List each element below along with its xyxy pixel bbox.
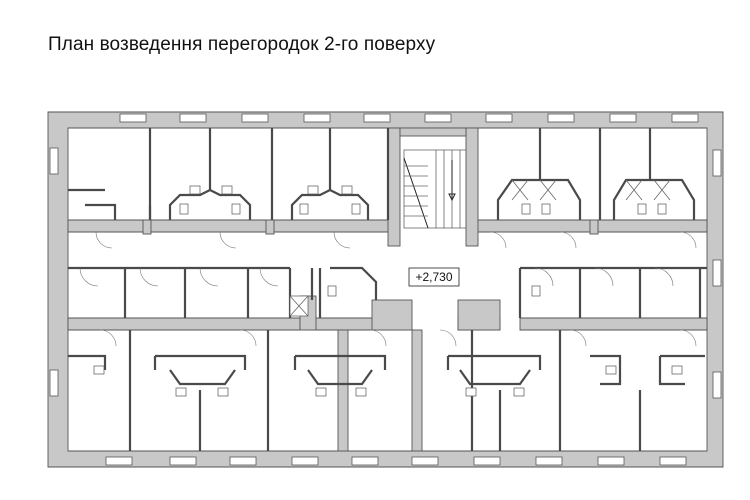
door-swings (79, 231, 697, 347)
corridor-walls (67, 127, 708, 452)
level-mark-label: +2,730 (415, 270, 452, 284)
lower-partitions (68, 330, 705, 451)
upper-right-partitions (496, 128, 696, 220)
upper-partitions (68, 128, 390, 220)
windows (49, 113, 722, 466)
sanitary-fixtures (93, 185, 683, 397)
page-title: План возведення перегородок 2-го поверху (48, 34, 436, 55)
exterior-walls (47, 111, 724, 468)
level-mark: +2,730 (408, 267, 460, 287)
staircase (403, 149, 467, 229)
middle-partitions (68, 266, 707, 318)
